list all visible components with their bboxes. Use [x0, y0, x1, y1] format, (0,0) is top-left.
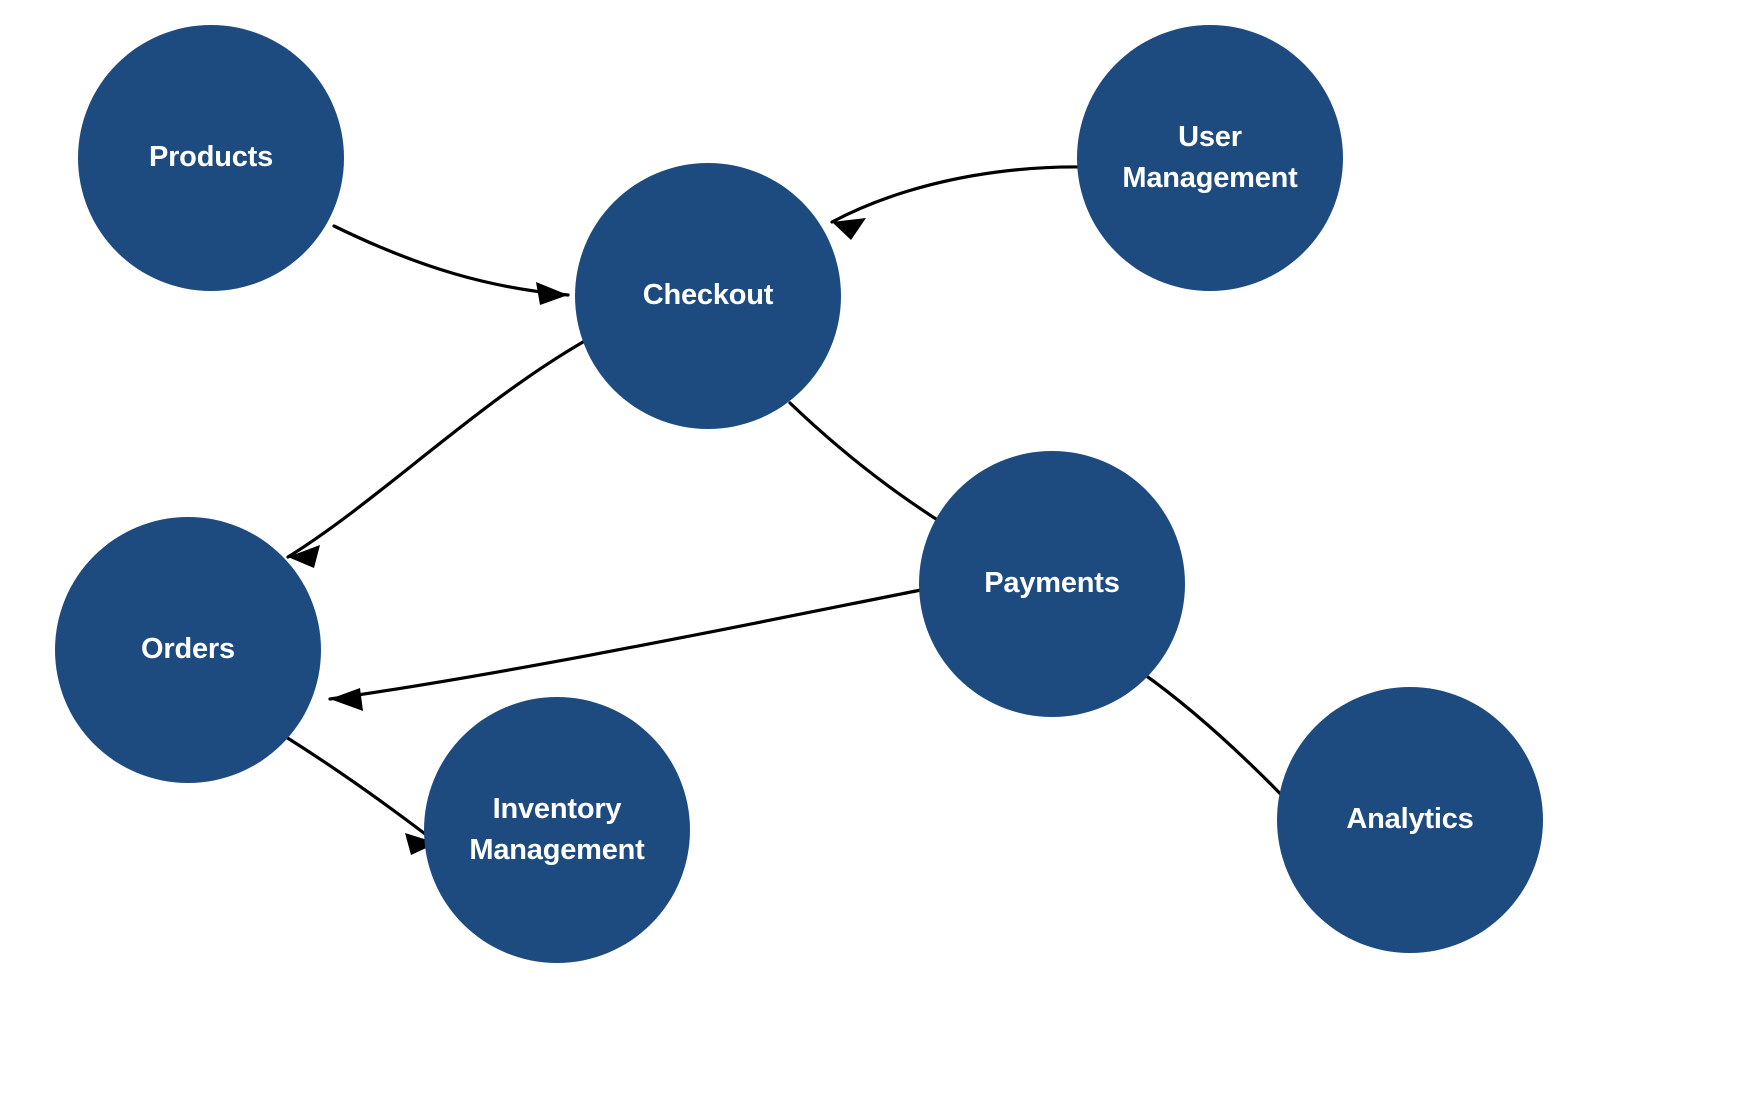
node-checkout[interactable]: Checkout: [575, 163, 841, 429]
node-label: Orders: [141, 633, 235, 666]
node-label: User Management: [1122, 120, 1298, 194]
node-analytics[interactable]: Analytics: [1277, 687, 1543, 953]
node-label: Checkout: [642, 279, 774, 312]
node-inventory-management[interactable]: Inventory Management: [424, 697, 690, 963]
node-user-management[interactable]: User Management: [1077, 25, 1343, 291]
edge-line: [328, 588, 923, 701]
node-products[interactable]: Products: [78, 25, 344, 291]
edge-payments-to-orders: [328, 588, 923, 711]
arrowhead-icon: [832, 218, 866, 240]
node-payments[interactable]: Payments: [919, 451, 1185, 717]
edge-checkout-to-orders: [286, 336, 592, 568]
edge-line: [332, 224, 570, 297]
edge-line: [284, 735, 439, 845]
arrowhead-icon: [536, 282, 568, 305]
edge-line: [286, 336, 592, 559]
node-label: Analytics: [1346, 803, 1474, 836]
node-label: Inventory Management: [469, 792, 645, 866]
arrowhead-icon: [288, 545, 320, 568]
arrowhead-icon: [330, 688, 363, 711]
node-label: Products: [148, 141, 274, 174]
arrowhead-icon: [405, 833, 437, 855]
edge-products-to-checkout: [332, 224, 570, 305]
node-label: Payments: [984, 567, 1120, 600]
edge-orders-to-inventory: [284, 735, 439, 855]
node-orders[interactable]: Orders: [55, 517, 321, 783]
